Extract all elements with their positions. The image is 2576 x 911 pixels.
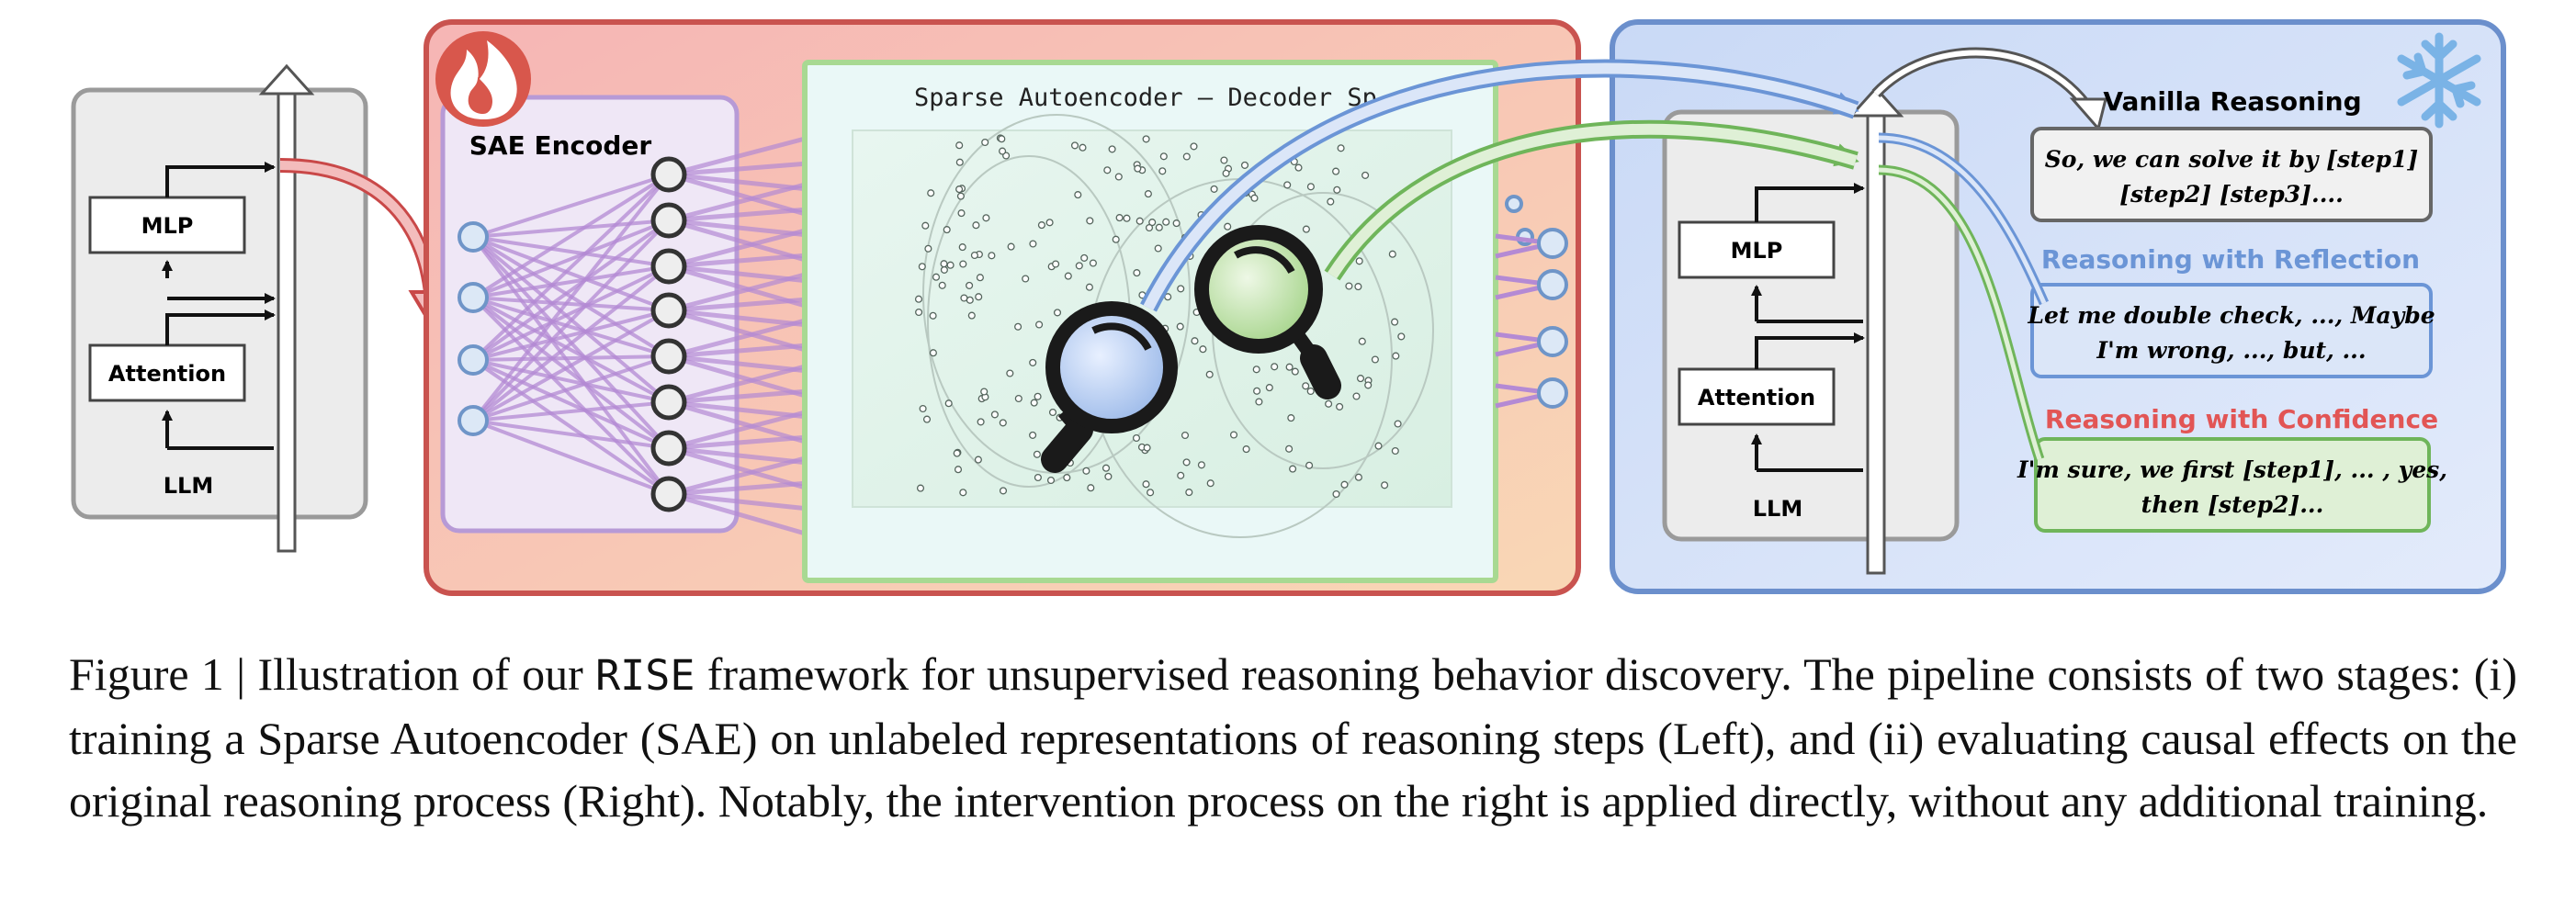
reflection-output-box xyxy=(2030,283,2433,378)
left-attention-box xyxy=(88,343,246,402)
caption-text-1: Illustration of our xyxy=(245,648,596,700)
sae-encoder-label: SAE Encoder xyxy=(469,130,652,161)
decoder-output-node xyxy=(1537,228,1568,259)
caption-text-2: framework for unsupervised reasoning beh… xyxy=(69,648,2517,827)
right-panel: MLP Attention LLM Vanilla Reasoning So, … xyxy=(1610,19,2506,594)
decoder-space-label: Sparse Autoencoder — Decoder Sp xyxy=(914,84,1377,112)
right-mlp-box xyxy=(1678,220,1836,279)
right-llm-label: LLM xyxy=(1753,496,1802,522)
encoder-hidden-node xyxy=(650,202,687,239)
vanilla-title: Vanilla Reasoning xyxy=(2103,86,2361,117)
encoder-input-node xyxy=(458,221,489,253)
confidence-title: Reasoning with Confidence xyxy=(2045,404,2438,434)
encoder-input-node xyxy=(458,282,489,313)
decoder-output-nodes xyxy=(1495,195,1568,409)
magnifier-green-icon xyxy=(1194,225,1341,399)
right-attention-label: Attention xyxy=(1698,385,1815,411)
reflection-line2: I'm wrong, ..., but, ... xyxy=(2096,337,2366,364)
left-mlp-label: MLP xyxy=(141,213,194,239)
decoder-output-node xyxy=(1537,269,1568,300)
right-mlp-label: MLP xyxy=(1731,238,1783,264)
decoder-output-node xyxy=(1537,326,1568,357)
encoder-hidden-node xyxy=(650,476,687,512)
left-llm-label: LLM xyxy=(164,473,213,499)
caption-label: Figure 1 | xyxy=(69,648,246,700)
encoder-hidden-node xyxy=(650,292,687,329)
confidence-output-box xyxy=(2034,437,2431,533)
vanilla-line2: [step2] [step3].... xyxy=(2119,181,2344,208)
encoder-hidden-node xyxy=(650,338,687,375)
confidence-line2: then [step2]... xyxy=(2141,491,2324,518)
encoder-input-node xyxy=(458,405,489,436)
confidence-line1: I'm sure, we first [step1], ... , yes, xyxy=(2017,456,2447,483)
encoder-input-node xyxy=(458,344,489,376)
right-attention-box xyxy=(1678,367,1836,426)
caption-method-name: RISE xyxy=(595,651,695,700)
reflection-line1: Let me double check, ..., Maybe xyxy=(2027,302,2435,329)
left-mlp-box xyxy=(88,196,246,254)
reflection-title: Reasoning with Reflection xyxy=(2041,244,2420,275)
left-attention-label: Attention xyxy=(108,361,226,387)
fire-icon xyxy=(435,31,531,127)
decoder-output-node xyxy=(1537,377,1568,409)
left-llm-block: MLP Attention LLM xyxy=(71,63,368,553)
vanilla-output-box xyxy=(2030,127,2433,222)
magnifier-blue-icon xyxy=(1041,301,1178,473)
encoder-hidden-node xyxy=(650,430,687,467)
figure-diagram: MLP Attention LLM SAE Encoder Sparse Aut… xyxy=(71,19,2506,596)
decoder-output-node xyxy=(1505,195,1523,213)
encoder-hidden-node xyxy=(650,248,687,285)
encoder-hidden-node xyxy=(650,384,687,421)
encoder-hidden-node xyxy=(650,156,687,193)
sae-panel: SAE Encoder Sparse Autoencoder — Decoder… xyxy=(424,19,1581,596)
figure-caption: Figure 1 | Illustration of our RISE fram… xyxy=(69,643,2517,832)
encoder-network xyxy=(458,135,809,537)
snowflake-icon xyxy=(2397,32,2481,129)
vanilla-line1: So, we can solve it by [step1] xyxy=(2045,146,2418,173)
